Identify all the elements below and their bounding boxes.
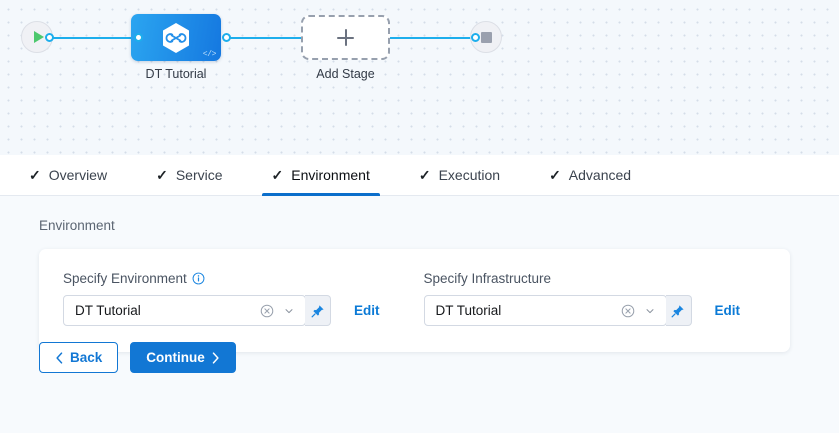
infrastructure-pin-button[interactable] <box>665 295 692 326</box>
environment-pin-button[interactable] <box>305 295 331 326</box>
environment-select-value: DT Tutorial <box>75 303 141 318</box>
connector-wire-add-to-end <box>388 37 478 39</box>
clear-circle-icon[interactable] <box>260 304 274 318</box>
clear-circle-icon[interactable] <box>621 304 635 318</box>
tab-overview-label: Overview <box>48 167 108 183</box>
section-title: Environment <box>39 218 115 233</box>
chevron-down-icon[interactable] <box>644 305 656 317</box>
continue-button[interactable]: Continue <box>130 342 236 373</box>
pin-icon <box>671 304 684 317</box>
port-stage-in[interactable] <box>134 33 143 42</box>
specify-infrastructure-group: Specify Infrastructure DT Tutorial <box>423 271 741 326</box>
check-icon: ✓ <box>418 167 431 183</box>
specify-environment-label-row: Specify Environment <box>63 271 380 286</box>
connector-wire-stage-to-add <box>226 37 304 39</box>
infrastructure-edit-link[interactable]: Edit <box>714 303 741 318</box>
wizard-footer: Back Continue <box>39 342 236 373</box>
tab-advanced-label: Advanced <box>568 167 632 183</box>
environment-select[interactable]: DT Tutorial <box>63 295 306 326</box>
check-icon: ✓ <box>156 167 168 183</box>
code-badge-icon: </> <box>202 50 217 59</box>
continue-button-label: Continue <box>146 350 205 365</box>
environment-edit-link[interactable]: Edit <box>354 303 380 318</box>
tab-environment[interactable]: ✓ Environment <box>261 155 381 196</box>
specify-infrastructure-label: Specify Infrastructure <box>423 271 552 286</box>
specify-environment-group: Specify Environment DT Tutorial <box>63 271 380 326</box>
stage-tab-bar: ✓ Overview ✓ Service ✓ Environment ✓ Exe… <box>0 155 839 196</box>
connector-wire-start-to-stage <box>44 37 138 39</box>
specify-environment-label: Specify Environment <box>63 271 187 286</box>
chevron-left-icon <box>56 351 63 364</box>
specify-infrastructure-row: DT Tutorial <box>423 295 741 326</box>
stage-node-label: DT Tutorial <box>145 67 207 81</box>
chevron-right-icon <box>212 351 219 364</box>
info-icon[interactable] <box>192 272 205 285</box>
back-button[interactable]: Back <box>39 342 119 373</box>
specify-environment-row: DT Tutorial <box>63 295 380 326</box>
environment-card: Specify Environment DT Tutorial <box>39 249 790 352</box>
check-icon: ✓ <box>549 167 561 183</box>
tab-overview[interactable]: ✓ Overview <box>19 155 117 195</box>
plus-icon-vertical <box>344 29 347 46</box>
specify-infrastructure-label-row: Specify Infrastructure <box>424 271 741 286</box>
check-icon: ✓ <box>271 167 284 183</box>
hexagon-link-icon <box>163 22 189 53</box>
infrastructure-select[interactable]: DT Tutorial <box>423 295 667 326</box>
back-button-label: Back <box>70 350 103 365</box>
port-end-in[interactable] <box>471 33 480 42</box>
stop-icon <box>480 31 492 43</box>
tab-environment-label: Environment <box>291 167 370 183</box>
add-stage-label: Add Stage <box>316 67 375 81</box>
add-stage-button[interactable] <box>301 15 390 60</box>
check-icon: ✓ <box>29 167 41 183</box>
tab-execution[interactable]: ✓ Execution <box>409 155 510 195</box>
tab-advanced[interactable]: ✓ Advanced <box>539 155 641 195</box>
tab-service-label: Service <box>175 167 223 183</box>
play-icon <box>33 31 44 43</box>
pin-icon <box>311 304 324 317</box>
infrastructure-select-value: DT Tutorial <box>435 303 502 318</box>
pipeline-canvas[interactable]: </> DT Tutorial Add Stage <box>0 0 839 155</box>
stage-node-dt-tutorial[interactable]: </> <box>131 14 221 61</box>
port-start-out[interactable] <box>45 33 54 42</box>
port-stage-out[interactable] <box>222 33 231 42</box>
tab-execution-label: Execution <box>438 167 501 183</box>
environment-panel: Environment Specify Environment DT Tutor… <box>0 196 839 433</box>
tab-service[interactable]: ✓ Service <box>146 155 232 195</box>
chevron-down-icon[interactable] <box>283 305 295 317</box>
